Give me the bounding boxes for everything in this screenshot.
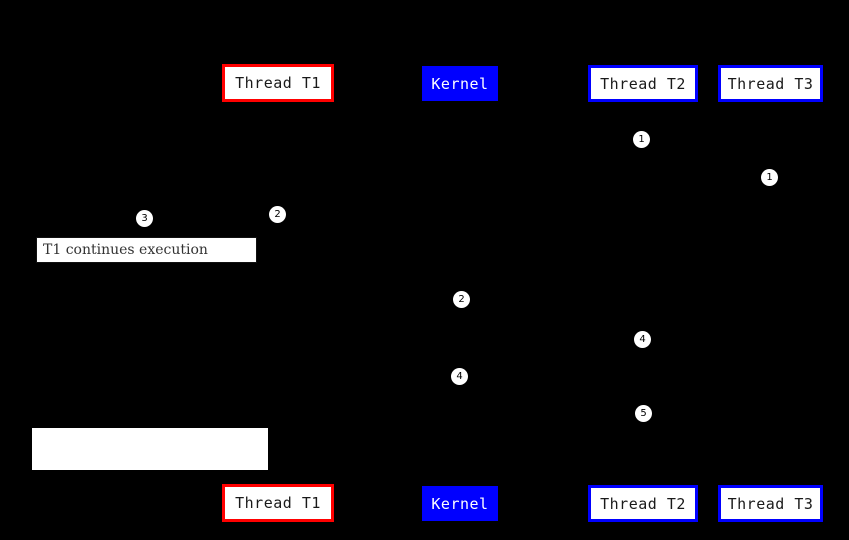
lifeline-stem-thread-t3 <box>770 102 771 485</box>
step-marker-5-thread-t2: 5 <box>635 405 652 422</box>
lifeline-foot-thread-t3[interactable]: Thread T3 <box>718 485 823 522</box>
step-marker-2-thread-t1: 2 <box>269 206 286 223</box>
lifeline-head-thread-t2-label: Thread T2 <box>600 74 686 93</box>
lifeline-head-thread-t1-label: Thread T1 <box>235 74 321 92</box>
lifeline-head-thread-t3-label: Thread T3 <box>727 74 814 93</box>
lifeline-head-thread-t2[interactable]: Thread T2 <box>588 65 698 102</box>
step-marker-1-thread-t3: 1 <box>761 169 778 186</box>
lifeline-foot-thread-t3-label: Thread T3 <box>727 494 814 513</box>
step-marker-1-thread-t2: 1 <box>633 131 650 148</box>
step-marker-3-thread-t1: 3 <box>136 210 153 227</box>
step-marker-2-thread-t1-number: 2 <box>274 208 281 220</box>
note-t1-continues-text: T1 continues execution <box>43 242 208 258</box>
lifeline-stem-thread-t1 <box>278 102 279 484</box>
lifeline-foot-thread-t2[interactable]: Thread T2 <box>588 485 698 522</box>
lifeline-head-thread-t3[interactable]: Thread T3 <box>718 65 823 102</box>
note-blank-bottom <box>32 428 268 470</box>
step-marker-2-kernel-number: 2 <box>458 293 465 305</box>
lifeline-foot-thread-t1[interactable]: Thread T1 <box>222 484 334 522</box>
step-marker-4-thread-t2-number: 4 <box>639 333 646 345</box>
step-marker-5-thread-t2-number: 5 <box>640 407 647 419</box>
step-marker-4-thread-t2: 4 <box>634 331 651 348</box>
step-marker-4-kernel: 4 <box>451 368 468 385</box>
step-marker-1-thread-t2-number: 1 <box>638 133 645 145</box>
step-marker-1-thread-t3-number: 1 <box>766 171 773 183</box>
lifeline-foot-kernel-label: Kernel <box>431 494 489 513</box>
lifeline-head-kernel-label: Kernel <box>431 74 489 93</box>
lifeline-head-thread-t1[interactable]: Thread T1 <box>222 64 334 102</box>
lifeline-foot-thread-t2-label: Thread T2 <box>600 494 686 513</box>
step-marker-2-kernel: 2 <box>453 291 470 308</box>
step-marker-3-thread-t1-number: 3 <box>141 212 148 224</box>
lifeline-foot-thread-t1-label: Thread T1 <box>235 494 321 512</box>
note-t1-continues: T1 continues execution <box>36 237 257 263</box>
lifeline-head-kernel[interactable]: Kernel <box>422 66 498 101</box>
lifeline-foot-kernel[interactable]: Kernel <box>422 486 498 521</box>
lifeline-stem-thread-t2 <box>643 102 644 485</box>
step-marker-4-kernel-number: 4 <box>456 370 463 382</box>
